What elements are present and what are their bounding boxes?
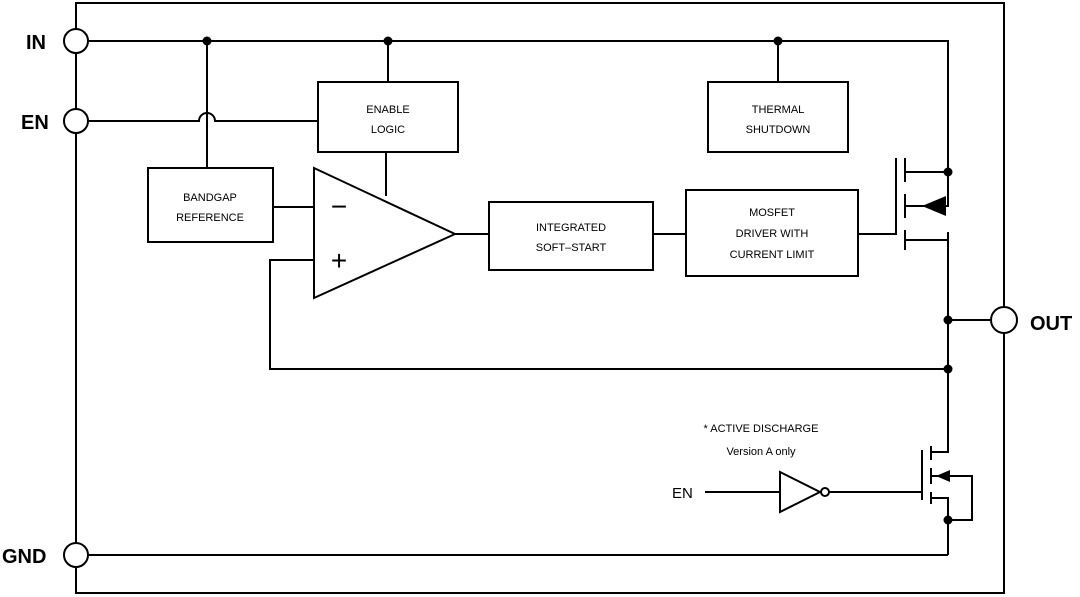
junction-dot xyxy=(773,36,783,46)
pin-out-label: OUT xyxy=(1030,313,1072,335)
junction-dot xyxy=(943,515,953,525)
in-rail xyxy=(88,40,949,172)
discharge-body-arrow xyxy=(936,470,950,482)
junction-dot xyxy=(383,36,393,46)
bandgap-reference-block xyxy=(147,167,274,243)
pin-en-terminal xyxy=(63,108,89,134)
driver-line3: CURRENT LIMIT xyxy=(730,249,815,261)
pass-mosfet-body xyxy=(905,172,949,207)
feedback-loop xyxy=(269,232,949,370)
amp-plus-symbol: + xyxy=(331,245,347,276)
thermal-shutdown-line2: SHUTDOWN xyxy=(746,124,811,136)
driver-to-gate xyxy=(858,158,897,235)
amp-minus-symbol: − xyxy=(331,191,347,222)
soft-start-line2: SOFT–START xyxy=(536,242,607,254)
chip-outline xyxy=(75,2,1005,594)
pin-gnd-terminal xyxy=(63,542,89,568)
pin-out-terminal xyxy=(990,306,1018,334)
bandgap-line2: REFERENCE xyxy=(176,212,244,224)
soft-start-line1: INTEGRATED xyxy=(536,222,606,234)
error-amplifier xyxy=(313,166,458,300)
discharge-buffer xyxy=(779,470,823,514)
bandgap-line1: BANDGAP xyxy=(183,192,237,204)
junction-dot xyxy=(202,36,212,46)
pin-in-label: IN xyxy=(26,32,46,54)
en-line xyxy=(88,112,318,122)
soft-start-block xyxy=(488,201,654,271)
discharge-drain-line xyxy=(931,369,949,453)
active-discharge-subtitle: Version A only xyxy=(726,446,796,458)
enable-logic-line2: LOGIC xyxy=(371,124,405,136)
junction-dot xyxy=(943,315,953,325)
active-discharge-title: * ACTIVE DISCHARGE xyxy=(704,423,819,435)
discharge-source xyxy=(931,497,949,555)
junction-dot xyxy=(943,364,953,374)
discharge-body xyxy=(931,475,973,521)
thermal-shutdown-line1: THERMAL xyxy=(752,104,805,116)
pass-body-diode-arrow xyxy=(922,196,946,216)
enable-logic-block xyxy=(317,81,459,153)
junction-dot xyxy=(943,167,953,177)
pin-en-label: EN xyxy=(21,112,49,134)
driver-line1: MOSFET xyxy=(749,207,795,219)
driver-line2: DRIVER WITH xyxy=(736,228,809,240)
discharge-en-label: EN xyxy=(672,485,693,502)
mosfet-driver-block xyxy=(685,189,859,277)
pin-in-terminal xyxy=(63,28,89,54)
enable-logic-line1: ENABLE xyxy=(366,104,409,116)
thermal-shutdown-block xyxy=(707,81,849,153)
pin-gnd-label: GND xyxy=(2,546,46,568)
